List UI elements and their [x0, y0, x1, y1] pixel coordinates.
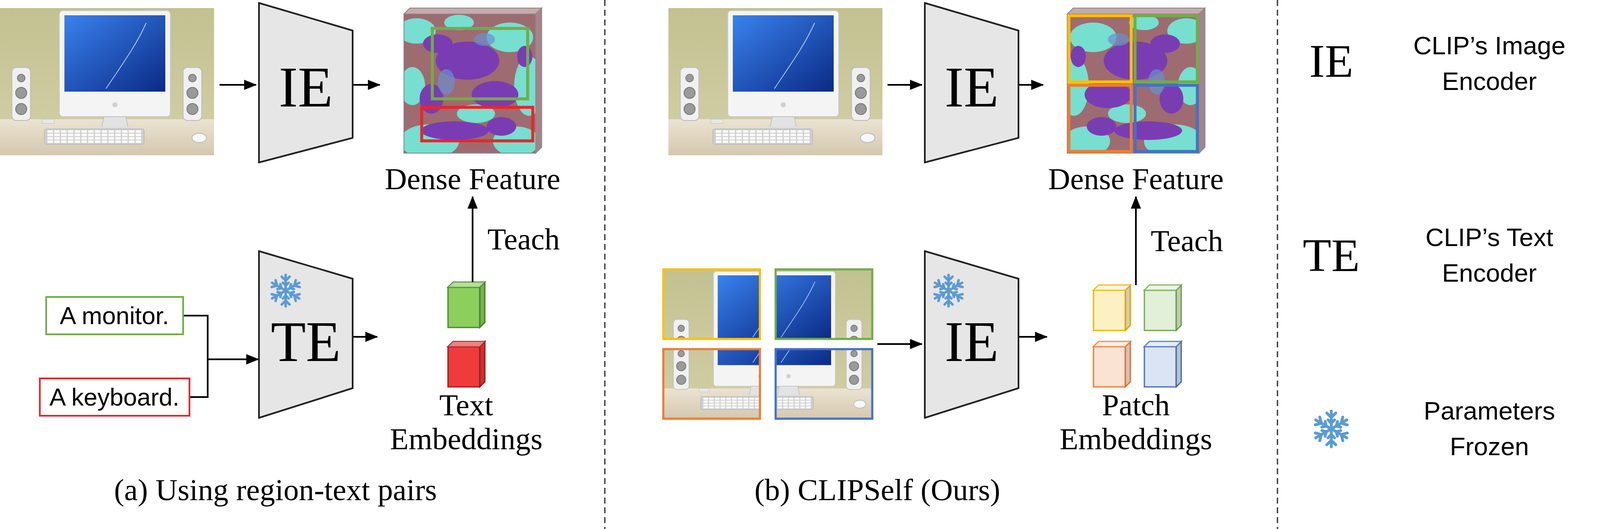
image-crops [775, 348, 873, 419]
embedding-stack: Text Embeddings [377, 281, 556, 456]
panel-divider [1277, 0, 1279, 529]
connector-arrow [1135, 196, 1137, 285]
image-crops [663, 269, 873, 419]
flow-arrow [877, 342, 922, 345]
dense-feature-cube [535, 8, 542, 154]
patch-box [1068, 85, 1132, 152]
label-wrap: (b) CLIPSelf (Ours) [754, 472, 1001, 508]
encoder-trapezoid: IE [923, 2, 1020, 164]
image-crops [691, 294, 873, 419]
encoder-trapezoid: IE [258, 2, 354, 164]
text-prompt-box: A monitor. [45, 295, 184, 335]
image-crops [691, 294, 873, 419]
legend-entry: Parameters Frozen [1400, 392, 1579, 465]
connector-arrow [190, 358, 259, 397]
encoder-label: TE [258, 312, 354, 371]
encoder-trapezoid: TE [258, 250, 354, 419]
region-box [432, 28, 528, 99]
image-crops [663, 348, 760, 419]
input-photo [668, 8, 883, 156]
dense-feature-cube [403, 13, 536, 154]
edge-label-wrap: Teach [487, 221, 560, 257]
dense-feature-map: Dense Feature [1043, 8, 1229, 197]
subfigure-caption: (b) CLIPSelf (Ours) [754, 472, 1001, 508]
prompt-text: A monitor. [59, 301, 170, 330]
text-embedding-cube [448, 341, 485, 387]
region-box [421, 107, 533, 141]
patch-box [1135, 85, 1198, 152]
image-crops [775, 269, 873, 339]
connector-arrow [353, 83, 380, 86]
image-crops [663, 269, 760, 339]
dense-feature-cube [1059, 13, 1206, 159]
patch-embedding-cube [1144, 341, 1182, 387]
frozen-icon [269, 274, 301, 307]
dense-feature-cube [397, 8, 544, 159]
connector-arrow [471, 196, 474, 282]
dense-feature-cube [403, 8, 542, 14]
legend-text: CLIP’s Text Encoder [1400, 219, 1579, 291]
dense-feature-cube [397, 13, 544, 159]
node-label: Patch Embeddings [1046, 387, 1225, 456]
text-prompt-box: A keyboard. [38, 377, 191, 417]
edge-label: Teach [1150, 223, 1224, 259]
encoder-label: IE [258, 58, 354, 116]
node-label: Dense Feature [384, 161, 561, 197]
label-wrap: IE [1309, 34, 1354, 89]
connector-arrow [1019, 335, 1047, 338]
dense-feature-map: Dense Feature [379, 8, 566, 197]
legend-text: CLIP’s Image Encoder [1400, 27, 1579, 100]
connector-arrow [1019, 83, 1044, 86]
dense-feature-cube [1059, 8, 1206, 159]
flow-arrow [887, 83, 922, 86]
panel-divider [604, 0, 606, 529]
snowflake-icon [1313, 410, 1350, 447]
connector-arrow [353, 335, 378, 338]
frozen-icon [932, 274, 964, 307]
patch-box [1135, 15, 1198, 82]
node-label: Dense Feature [1048, 161, 1224, 197]
encoder-trapezoid: IE [923, 250, 1020, 419]
legend-text: Parameters Frozen [1400, 392, 1579, 465]
patch-embedding-cube [1093, 284, 1131, 331]
dense-feature-cube [1199, 8, 1205, 154]
connector-arrow [183, 315, 259, 359]
patch-embedding-cube [1093, 341, 1131, 387]
embedding-stack: Patch Embeddings [1046, 284, 1225, 456]
legend-entry: CLIP’s Image Encoder [1400, 27, 1579, 100]
legend-entry: CLIP’s Text Encoder [1400, 219, 1579, 291]
text-embedding-cube [448, 281, 485, 328]
flow-arrow [219, 83, 256, 86]
dense-feature-cube [1067, 8, 1205, 14]
prompt-text: A keyboard. [49, 382, 180, 412]
patch-embedding-cube [1144, 284, 1182, 331]
edge-label-wrap: Teach [1150, 223, 1224, 259]
edge-label: Teach [487, 221, 560, 257]
input-photo [0, 8, 215, 156]
dense-feature-cube [1067, 13, 1200, 154]
legend-key: IE [1309, 34, 1354, 89]
encoder-label: IE [923, 312, 1020, 371]
legend-key: TE [1302, 228, 1360, 283]
label-wrap: TE [1302, 228, 1360, 283]
encoder-label: IE [923, 58, 1020, 116]
patch-box [1068, 15, 1132, 82]
subfigure-caption: (a) Using region-text pairs [114, 472, 437, 508]
label-wrap: (a) Using region-text pairs [114, 472, 437, 508]
node-label: Text Embeddings [377, 387, 556, 456]
